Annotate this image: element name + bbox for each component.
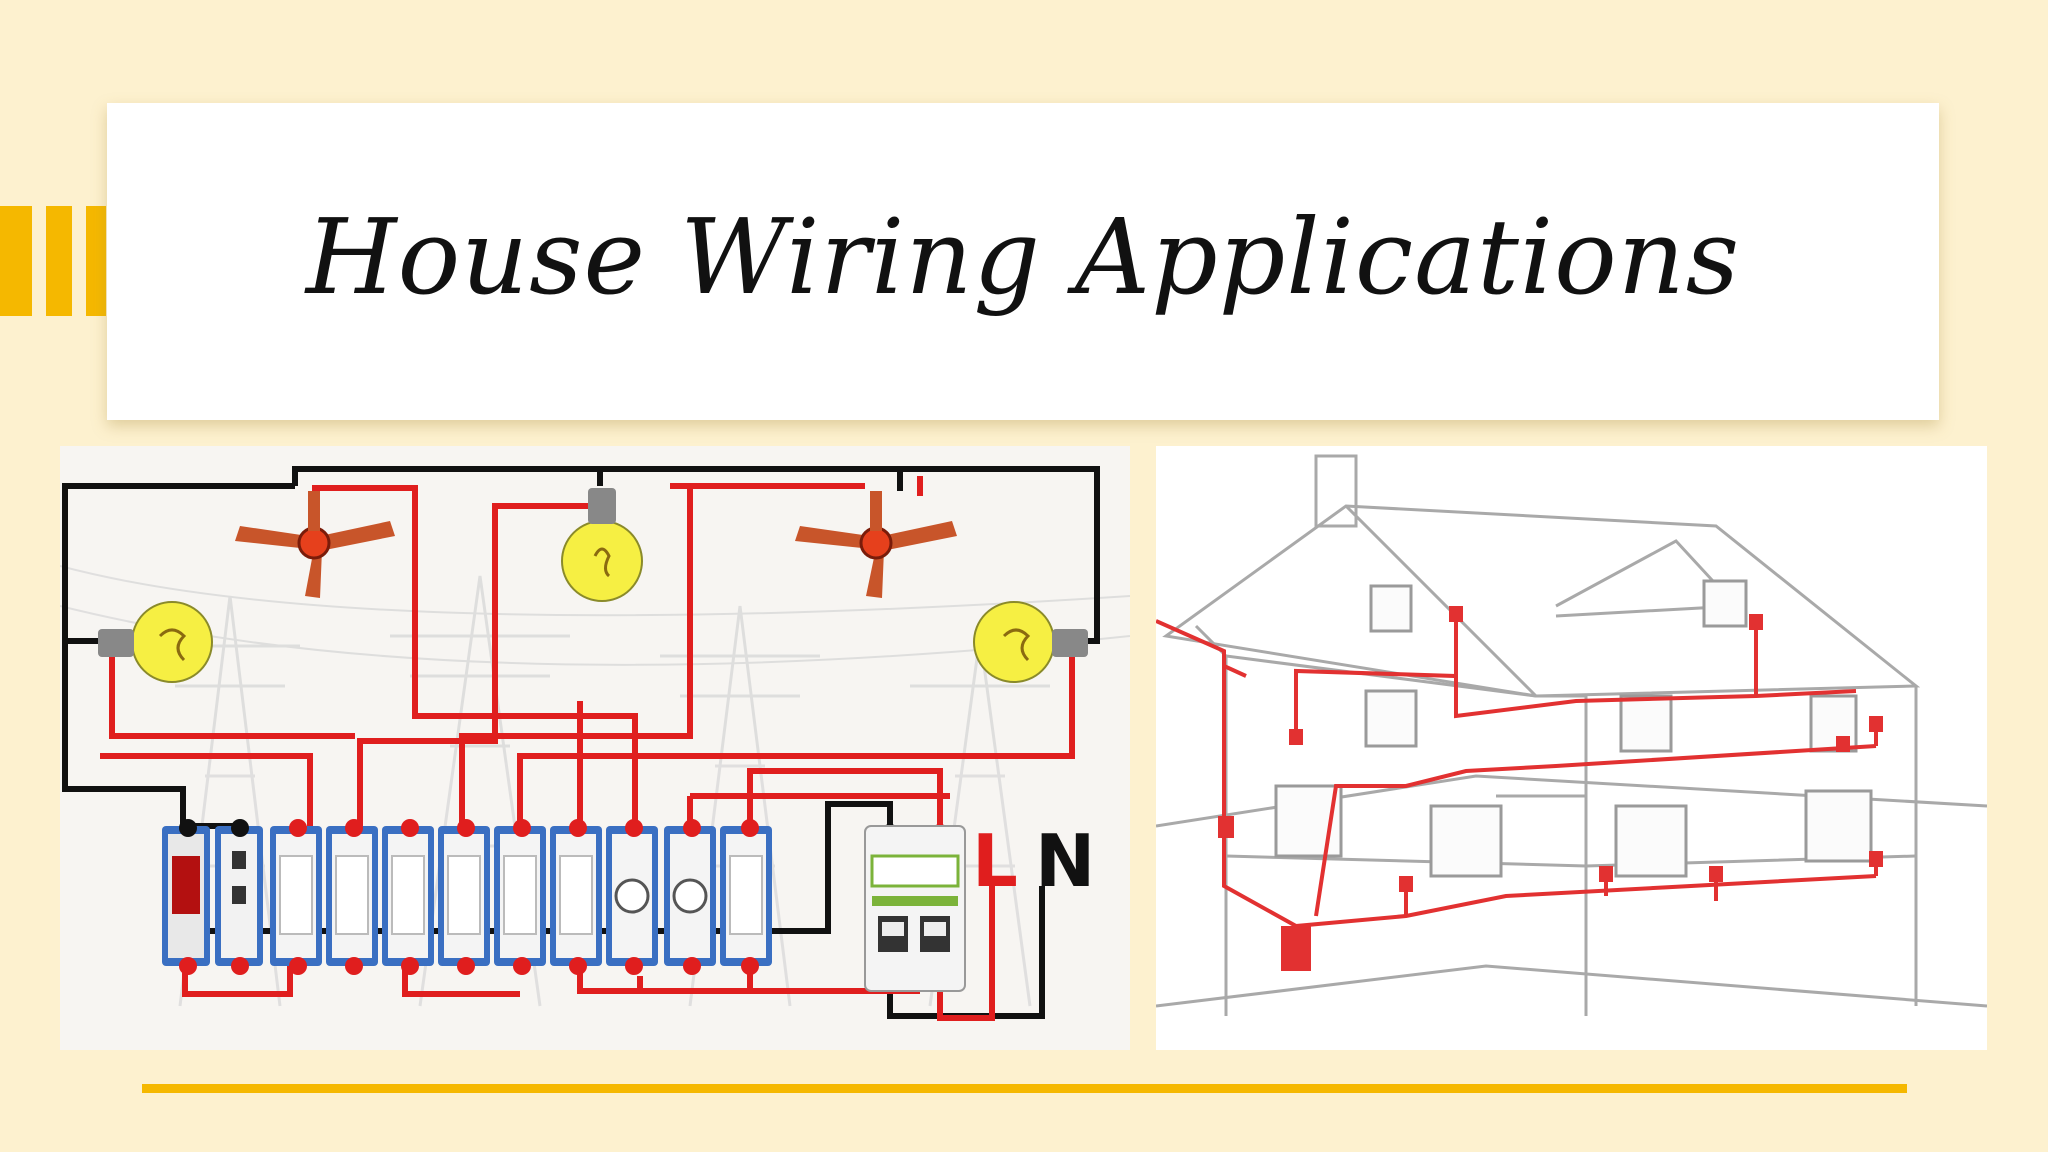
bulb-center <box>561 488 643 602</box>
house-fixtures <box>1218 606 1883 971</box>
accent-bars <box>0 206 106 316</box>
house-outline <box>1156 454 1987 1016</box>
title-card: House Wiring Applications <box>107 103 1939 420</box>
bulb-right <box>973 601 1088 683</box>
accent-bar <box>46 206 72 316</box>
accent-bar <box>86 206 106 316</box>
indicator-module <box>162 826 210 966</box>
house-wiring-image <box>1156 446 1987 1050</box>
mcb-breaker <box>864 825 966 992</box>
house-wiring <box>1156 606 1878 928</box>
neutral-label: N <box>1035 819 1095 903</box>
slide-title: House Wiring Applications <box>305 195 1741 318</box>
switch-modules <box>270 826 602 966</box>
line-label: L <box>972 819 1018 903</box>
accent-bar <box>0 206 32 316</box>
switch-board <box>162 826 772 966</box>
bottom-accent-line <box>142 1084 1907 1093</box>
ceiling-fan-left <box>235 491 395 598</box>
wiring-diagram-image: L N <box>60 446 1130 1050</box>
fan-regulator-modules <box>606 826 772 966</box>
socket-module <box>215 826 263 966</box>
live-wires <box>100 476 1075 1021</box>
ceiling-fan-right <box>795 491 957 598</box>
bulb-left <box>98 601 213 683</box>
house-windows <box>1274 579 1873 878</box>
